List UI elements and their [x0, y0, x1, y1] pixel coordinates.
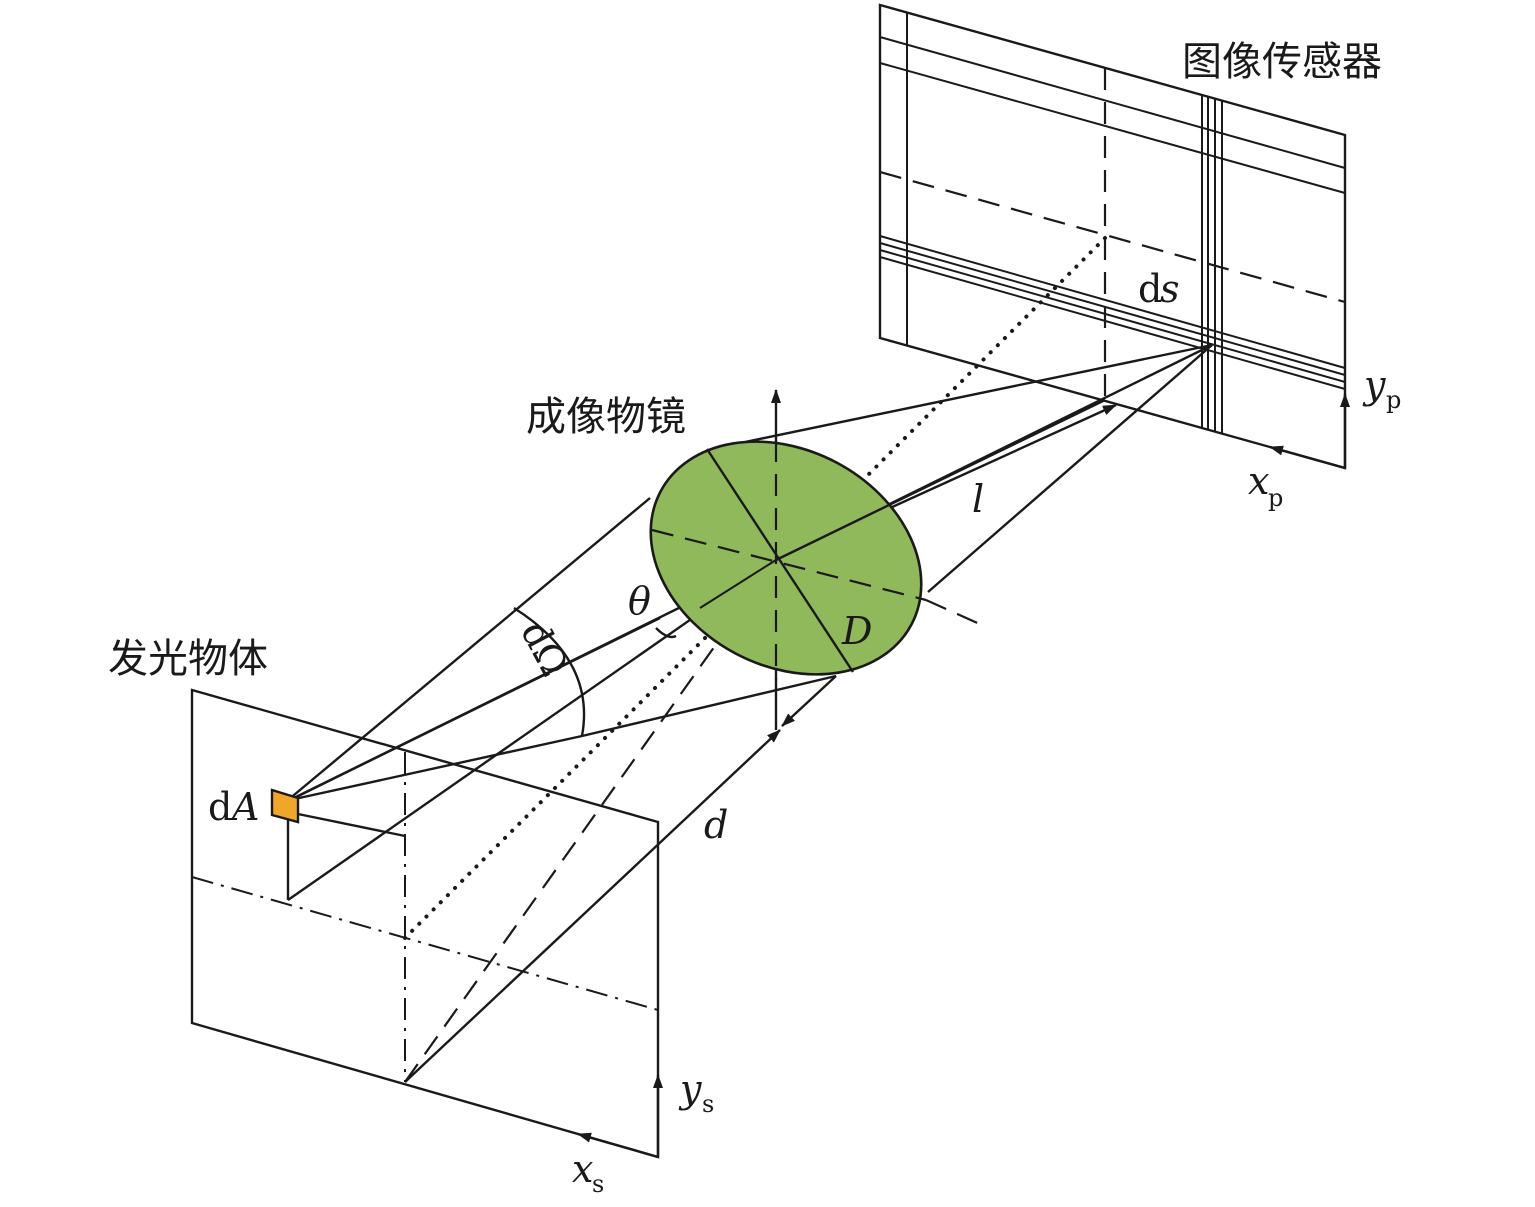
- d-omega-arc: [513, 606, 586, 737]
- d-omega-label: dΩ: [512, 614, 577, 684]
- d-label: d: [704, 803, 728, 847]
- y-s-subscript: s: [702, 1090, 714, 1118]
- objective-lens-label: 成像物镜: [526, 394, 686, 440]
- d-dimension-arrow: [404, 729, 781, 1083]
- dA-label-d: d: [208, 785, 232, 829]
- diameter-label: D: [841, 609, 872, 653]
- lens-ellipse: [649, 440, 923, 676]
- object-axes: [577, 1074, 663, 1159]
- x-s-subscript: s: [592, 1170, 604, 1198]
- y-s-label: y: [678, 1067, 702, 1111]
- y-p-label: y: [1362, 363, 1386, 407]
- x-s-label: x: [572, 1147, 593, 1191]
- ds-label-d: d: [1138, 267, 1162, 311]
- x-p-axis-arrow: [1269, 445, 1346, 470]
- l-label: l: [972, 477, 984, 521]
- y-p-subscript: p: [1386, 386, 1401, 414]
- dA-label-A: A: [229, 785, 259, 829]
- objective-lens: [649, 398, 1106, 680]
- source-patch: [270, 788, 300, 824]
- image-sensor-plane: [878, 3, 1347, 470]
- x-s-axis-arrow: [577, 1132, 659, 1159]
- sensor-axes: [1269, 393, 1350, 470]
- x-p-subscript: p: [1268, 484, 1283, 512]
- emitting-object-label: 发光物体: [108, 636, 268, 682]
- theta-arc: [655, 627, 677, 639]
- x-p-label: x: [1248, 459, 1269, 503]
- ds-label-s: s: [1160, 267, 1180, 311]
- image-sensor-label: 图像传感器: [1182, 39, 1382, 85]
- d-dimension-arrow-back: [781, 675, 837, 727]
- theta-label: θ: [628, 579, 651, 623]
- emitting-object-plane: [190, 688, 660, 1159]
